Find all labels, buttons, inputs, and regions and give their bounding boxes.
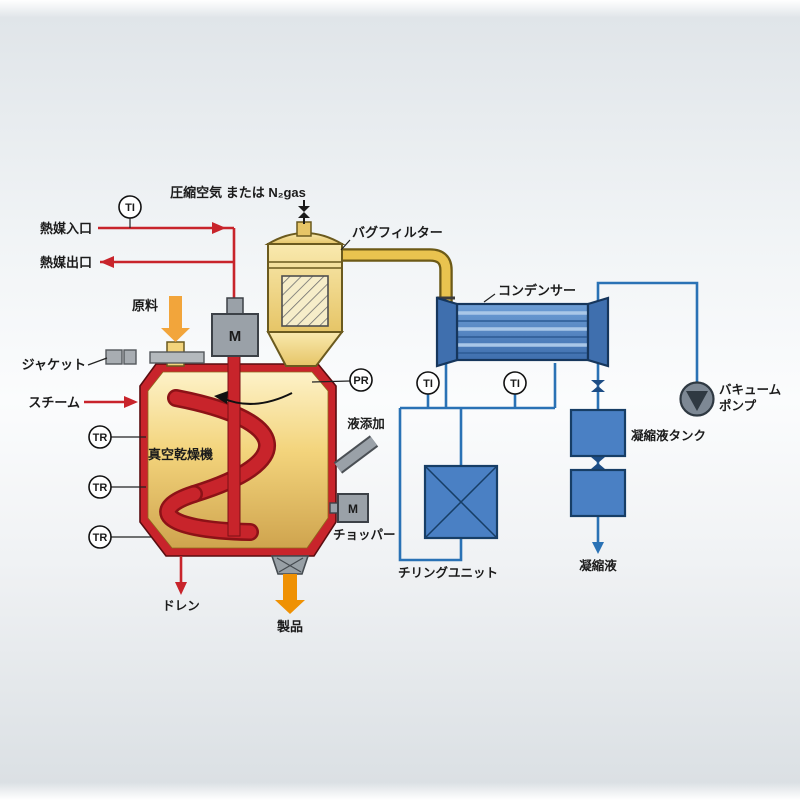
chopper-motor: M — [329, 493, 369, 523]
tr-label: TR — [93, 482, 108, 494]
heat-inlet-arrow-icon — [212, 222, 226, 234]
label-steam: スチーム — [28, 395, 80, 410]
coolant-piping — [398, 363, 557, 562]
label-chopper: チョッパー — [333, 528, 396, 542]
liquid-addition-nozzle — [333, 435, 379, 474]
label-chilling-unit: チリングユニット — [398, 565, 498, 580]
label-condensate-tank: 凝縮液タンク — [631, 428, 706, 443]
vacuum-pump — [679, 381, 715, 417]
condensate-arrow-icon — [592, 542, 604, 554]
agitator-motor: M — [211, 297, 259, 357]
vapor-pipe — [336, 248, 455, 303]
filter-cone — [266, 331, 345, 367]
condenser-right-header — [586, 296, 610, 368]
label-condenser: コンデンサー — [498, 283, 576, 298]
label-heat-inlet: 熱媒入口 — [40, 221, 92, 236]
tr-label: TR — [93, 432, 108, 444]
jacket-fittings — [105, 349, 205, 365]
ti-label: TI — [510, 378, 520, 390]
instrument-pr: PR — [349, 368, 373, 392]
steam-arrow-icon — [124, 396, 138, 408]
condensate-piping — [591, 363, 605, 554]
label-product: 製品 — [276, 619, 303, 634]
leader-lines — [87, 239, 496, 538]
product-arrow — [275, 574, 305, 614]
bag-filter-neck — [296, 221, 312, 237]
filter-element — [281, 275, 329, 327]
ti-label: TI — [125, 202, 135, 214]
pr-label: PR — [353, 375, 368, 387]
chopper-motor-label: M — [348, 502, 358, 516]
pump-rotor-icon — [686, 391, 708, 411]
condensate-tank — [569, 408, 627, 458]
bag-filter — [264, 221, 346, 333]
heat-outlet-arrow-icon — [100, 256, 114, 268]
agitator-shaft — [227, 355, 241, 537]
label-raw-material: 原料 — [132, 298, 158, 313]
drain-arrow-icon — [175, 582, 187, 595]
instrument-ti-top: TI — [118, 195, 142, 219]
vacuum-line — [596, 281, 699, 385]
valve-icon — [591, 457, 605, 469]
vacuum-dryer-vessel — [139, 355, 337, 557]
vacuum-piping — [596, 281, 699, 385]
label-vacuum-pump-2: ポンプ — [719, 398, 757, 413]
ribbon-agitator-lower — [161, 487, 257, 539]
discharge-valve — [270, 555, 310, 575]
instrument-tr-3: TR — [88, 525, 112, 549]
label-drain: ドレン — [162, 599, 200, 613]
instrument-ti-coolant-left: TI — [416, 371, 440, 395]
heat-media-lines — [98, 218, 236, 300]
rotation-arrowhead-icon — [214, 391, 228, 404]
label-gas-supply: 圧縮空気 または N₂gas — [170, 185, 306, 200]
valve-icon — [591, 380, 605, 392]
gas-inlet — [298, 200, 310, 224]
condenser-left-header — [435, 296, 459, 368]
label-bag-filter: バグフィルター — [352, 225, 443, 240]
label-liquid-addition: 液添加 — [347, 416, 385, 431]
chilling-unit — [423, 464, 499, 540]
steam-line — [84, 396, 138, 408]
label-jacket: ジャケット — [22, 357, 86, 372]
coolant-return-line — [398, 408, 463, 562]
rotation-arrow-icon — [221, 392, 293, 405]
condenser-tubes — [458, 311, 587, 354]
raw-material-arrow — [161, 296, 190, 342]
ti-label: TI — [423, 378, 433, 390]
tr-label: TR — [93, 532, 108, 544]
instrument-tr-1: TR — [88, 425, 112, 449]
motor-label: M — [229, 328, 242, 345]
gas-valve-icon — [298, 206, 310, 212]
label-vacuum-dryer: 真空乾燥機 — [148, 447, 213, 462]
condensate-receiver — [569, 468, 627, 518]
drain-line — [175, 556, 187, 595]
label-condensate: 凝縮液 — [579, 558, 617, 573]
instrument-tr-2: TR — [88, 475, 112, 499]
label-heat-outlet: 熱媒出口 — [40, 255, 92, 270]
instrument-ti-coolant-right: TI — [503, 371, 527, 395]
condenser — [435, 296, 610, 368]
label-vacuum-pump-1: バキューム — [719, 383, 782, 397]
